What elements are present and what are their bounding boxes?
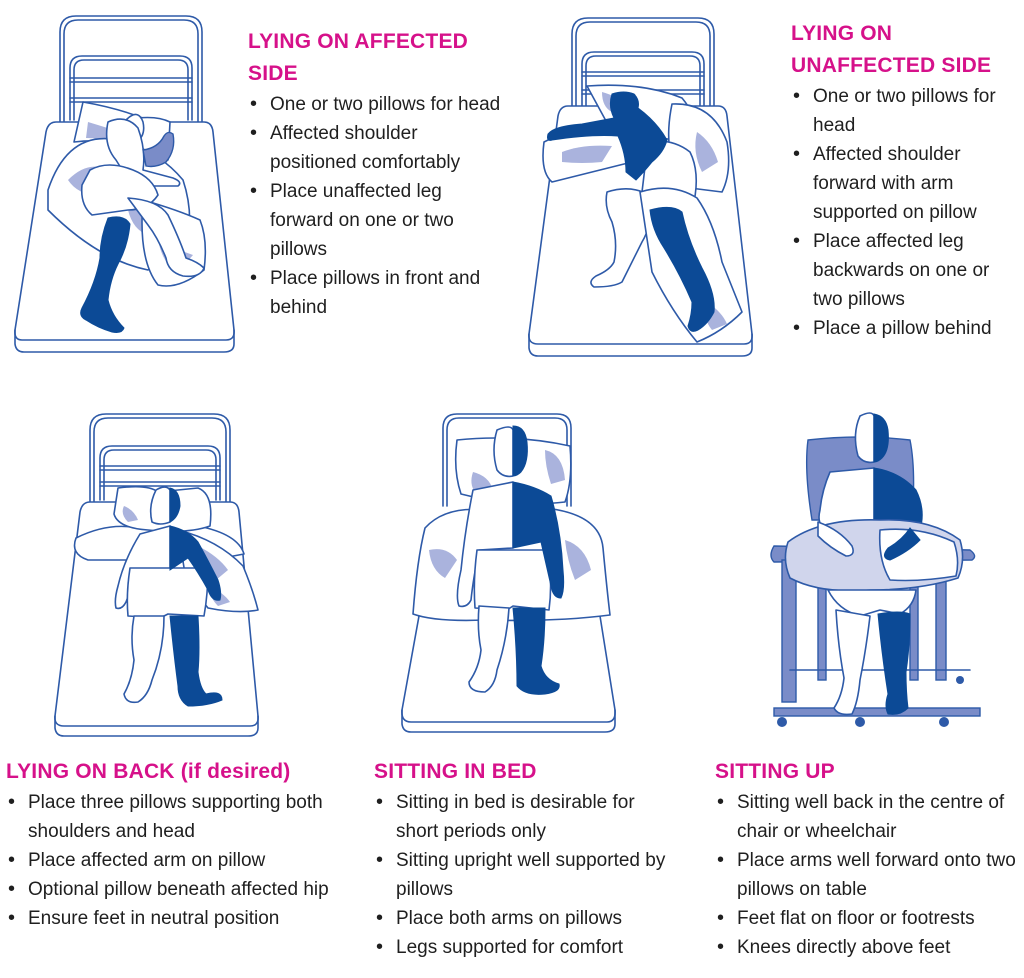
bullet-item: Legs supported for comfort (374, 933, 674, 962)
bullet-item: Place a pillow behind (791, 314, 1024, 343)
bullet-item: Ensure feet in neutral position (6, 904, 346, 933)
illustration-sitting-in-bed (395, 410, 635, 740)
bullet-item: Knees directly above feet (715, 933, 1020, 962)
bullet-list: One or two pillows for head Affected sho… (248, 90, 508, 322)
section-heading: LYING ON BACK (if desired) (6, 760, 291, 783)
illustration-lying-on-affected-side (8, 10, 240, 355)
section-sitting-up: SITTING UP Sitting well back in the cent… (715, 756, 1020, 962)
section-lying-affected-side: LYING ON AFFECTED SIDE One or two pillow… (248, 26, 508, 322)
section-heading: LYING ON AFFECTED SIDE (248, 26, 508, 90)
heading-line-1: LYING ON (791, 22, 893, 45)
section-lying-on-back: LYING ON BACK (if desired) Place three p… (6, 756, 346, 933)
bullet-item: Sitting in bed is desirable for short pe… (374, 788, 674, 846)
section-heading: SITTING UP (715, 760, 835, 783)
bullet-item: Place arms well forward onto two pillows… (715, 846, 1020, 904)
bullet-item: One or two pillows for head (248, 90, 508, 119)
section-lying-unaffected-side: LYING ON UNAFFECTED SIDE One or two pill… (791, 18, 1024, 343)
bullet-item: Place three pillows supporting both shou… (6, 788, 346, 846)
bullet-item: Feet flat on floor or footrests (715, 904, 1020, 933)
bullet-item: Optional pillow beneath affected hip (6, 875, 346, 904)
bullet-item: Place unaffected leg forward on one or t… (248, 177, 508, 264)
bullet-item: Place pillows in front and behind (248, 264, 508, 322)
heading-line-1: LYING ON AFFECTED (248, 30, 469, 53)
bullet-list: Place three pillows supporting both shou… (6, 788, 346, 933)
illustration-sitting-in-chair (760, 410, 992, 730)
bullet-item: Affected shoulder forward with arm suppo… (791, 140, 1024, 227)
section-heading: LYING ON UNAFFECTED SIDE (791, 18, 1024, 82)
section-sitting-in-bed: SITTING IN BED Sitting in bed is desirab… (374, 756, 674, 962)
bullet-list: Sitting well back in the centre of chair… (715, 788, 1020, 962)
bullet-item: Sitting upright well supported by pillow… (374, 846, 674, 904)
heading-line-2: UNAFFECTED SIDE (791, 54, 992, 77)
illustration-lying-on-unaffected-side (522, 12, 780, 360)
bullet-item: One or two pillows for head (791, 82, 1024, 140)
heading-line-2: SIDE (248, 62, 298, 85)
section-heading: SITTING IN BED (374, 760, 537, 783)
bullet-item: Sitting well back in the centre of chair… (715, 788, 1020, 846)
bullet-item: Place affected arm on pillow (6, 846, 346, 875)
illustration-lying-on-back (48, 410, 280, 740)
bullet-list: One or two pillows for head Affected sho… (791, 82, 1024, 343)
bullet-item: Affected shoulder positioned comfortably (248, 119, 508, 177)
bullet-item: Place affected leg backwards on one or t… (791, 227, 1024, 314)
bullet-item: Place both arms on pillows (374, 904, 674, 933)
bullet-list: Sitting in bed is desirable for short pe… (374, 788, 674, 962)
